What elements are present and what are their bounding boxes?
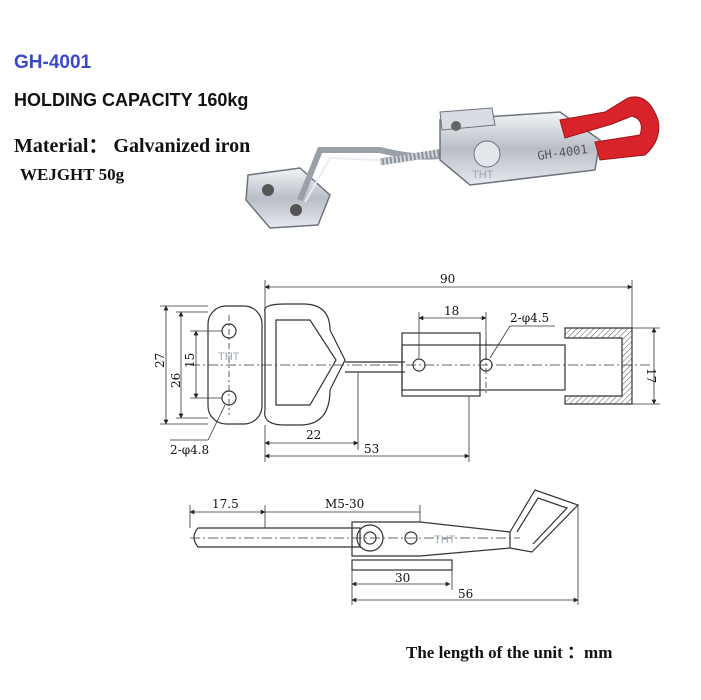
weight: WEJGHT 50g xyxy=(20,165,125,184)
top-watermark: THT xyxy=(218,351,240,363)
dim-depth: 56 xyxy=(458,587,473,601)
side-rod xyxy=(193,527,361,548)
photo-watermark: THT xyxy=(472,169,494,181)
unit-label: The length of the unit ：mm xyxy=(406,643,613,662)
red-handle xyxy=(559,96,660,161)
dim-loop: 22 xyxy=(306,428,321,442)
dim-hole-spacing: 15 xyxy=(183,353,197,368)
dim-height-inner: 26 xyxy=(169,373,183,388)
latch-body xyxy=(439,111,601,186)
side-handle xyxy=(509,489,580,553)
dim-height-total: 27 xyxy=(153,353,167,368)
model-number: GH-4001 xyxy=(14,52,92,73)
dim-hole-small: 2-φ4.5 xyxy=(510,311,549,325)
top-slide-body xyxy=(401,332,481,397)
dim-thread: M5-30 xyxy=(325,497,364,511)
material: Material： Galvanized iron xyxy=(14,135,251,157)
dim-overall: 90 xyxy=(440,272,455,286)
top-wire-loop xyxy=(264,303,346,426)
base-plate xyxy=(245,167,331,229)
holding-capacity: HOLDING CAPACITY 160kg xyxy=(14,90,249,110)
side-base xyxy=(351,559,453,571)
dim-right-height: 17 xyxy=(644,368,658,383)
dim-end: 17.5 xyxy=(212,497,239,511)
side-watermark: THT xyxy=(434,534,456,546)
dim-base: 30 xyxy=(395,571,410,585)
svg-text:GH-4001: GH-4001 xyxy=(536,142,588,163)
dim-slot: 18 xyxy=(444,304,459,318)
side-view-drawing xyxy=(189,489,580,605)
product-photo: GH-4001 THT xyxy=(245,96,660,229)
dim-to-slot: 53 xyxy=(364,442,379,456)
dim-hole-base: 2-φ4.8 xyxy=(170,443,209,457)
top-handle-section xyxy=(564,327,633,405)
top-view-drawing xyxy=(160,280,660,462)
